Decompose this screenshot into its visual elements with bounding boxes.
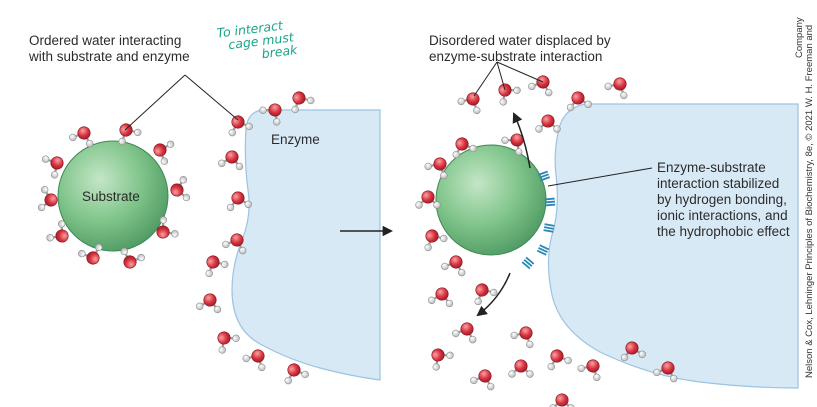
water-molecule [604,77,628,100]
ordered-water-label: Ordered water interacting with substrate… [28,33,190,64]
water-molecule [259,103,282,126]
copyright-credit: Nelson & Cox, Lehninger Principles of Bi… [794,17,815,378]
water-molecule [205,255,229,278]
water-molecule [41,155,64,179]
interaction-label: Enzyme-substrate interaction stabilized … [657,160,791,239]
water-molecule [457,92,481,115]
interaction-bond-marks [521,170,556,270]
svg-text:Nelson & Cox, Lehninger Princi: Nelson & Cox, Lehninger Principles of Bi… [804,25,815,378]
water-molecule [217,331,240,354]
hydrogen-bond-mark [544,197,556,207]
water-molecule [528,75,553,97]
water-molecule [226,191,252,212]
leader-line-interaction [547,167,653,187]
water-molecule [474,283,498,306]
water-molecule [37,186,58,212]
water-molecule [431,348,454,371]
water-molecule [620,341,646,362]
water-molecule [508,359,534,378]
water-molecule [170,176,191,202]
water-molecule [549,393,575,407]
water-molecule [653,361,678,383]
water-molecule [120,247,145,269]
water-molecule [153,140,175,165]
water-molecule [452,137,477,159]
water-molecule [78,243,103,265]
water-molecule [510,326,534,349]
water-molecule [228,115,253,137]
water-molecule [415,190,441,209]
water-molecule [501,133,524,156]
enzyme-left [231,109,381,381]
water-molecule [222,233,247,255]
leader-line-enzyme [184,74,239,121]
water-molecule [242,349,266,372]
water-molecule [218,150,244,171]
water-molecule [196,293,222,314]
water-molecule [452,322,477,344]
water-molecule [284,363,309,385]
substrate-left [57,140,169,252]
displacement-arrow-down [476,272,511,317]
svg-text:Company: Company [794,17,805,58]
water-molecule [118,123,142,146]
water-molecule [547,349,572,371]
enzyme-right [547,103,799,389]
water-molecule [156,216,179,239]
water-molecule [566,91,592,112]
hydrogen-bond-mark [536,244,550,256]
leader-line-water-2 [496,61,506,91]
water-molecule [424,157,448,180]
leader-line-substrate [124,74,186,131]
water-molecule [424,229,448,252]
water-molecule [441,255,466,277]
water-molecule [470,369,495,391]
handwritten-annotation: To interact cage must break [216,16,300,66]
disordered-water-label: Disordered water displaced by enzyme-sub… [429,33,614,64]
substrate-label: Substrate [82,189,140,204]
enzyme-label: Enzyme [271,132,320,147]
hydrogen-bond-mark [521,256,535,270]
leader-line-water-3 [496,61,544,83]
water-molecule [535,114,561,133]
hydrogen-bond-mark [537,170,551,182]
water-molecules [37,75,678,407]
leader-line-water-1 [473,61,498,97]
water-molecule [428,287,454,308]
water-molecule [577,359,601,382]
displacement-arrow-up [512,112,531,169]
water-molecule [291,91,315,114]
water-molecule [498,83,521,106]
water-molecule [46,220,69,243]
hydrogen-bond-mark [543,223,555,233]
water-molecule [69,126,94,148]
